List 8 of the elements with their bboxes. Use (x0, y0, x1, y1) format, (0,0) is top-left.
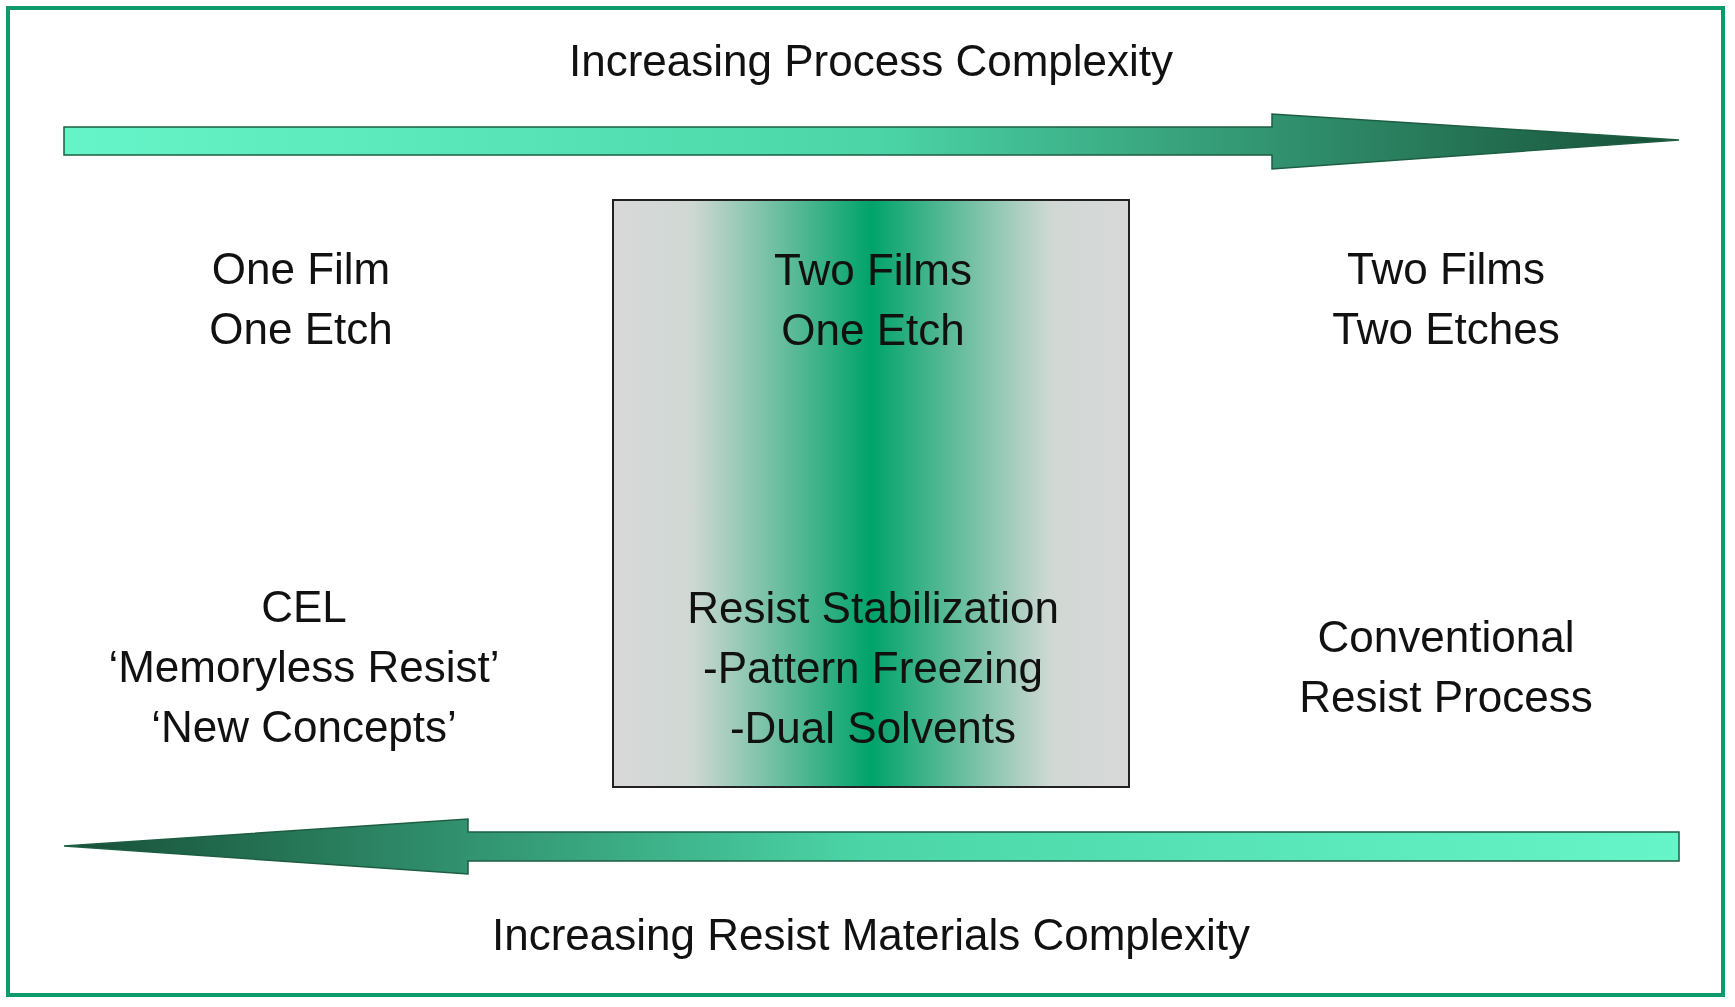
column-label: Two Films Two Etches (1332, 243, 1560, 355)
axis-label: Increasing Resist Materials Complexity (492, 909, 1250, 961)
box-heading: Two Films One Etch (774, 244, 972, 356)
column-label: One Film One Etch (209, 243, 393, 355)
column-label: Conventional Resist Process (1299, 611, 1593, 723)
axis-label: Increasing Process Complexity (569, 35, 1173, 87)
process-box (612, 199, 1130, 788)
column-label: CEL ‘Memoryless Resist’ ‘New Concepts’ (108, 581, 500, 753)
